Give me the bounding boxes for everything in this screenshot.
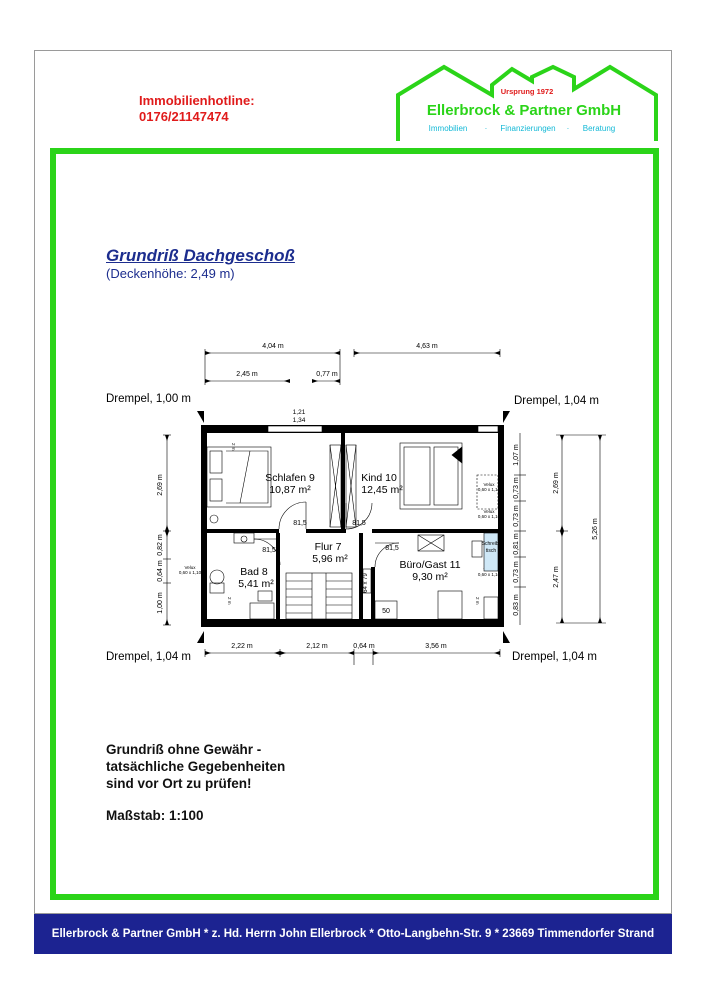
radiator-label-3: 2 m — [475, 597, 480, 605]
desk-label-2: tisch — [486, 548, 497, 554]
furniture-schlafen — [206, 444, 342, 528]
dim-top-sub-mid: 0,77 m — [316, 371, 338, 378]
green-frame — [50, 148, 659, 900]
dim-top-sub-left: 2,45 m — [236, 371, 258, 378]
window-top-right — [477, 425, 499, 433]
dim-left-2: 0,82 m — [157, 534, 164, 556]
dims-top — [204, 349, 501, 385]
room-area-bad: 5,41 m² — [238, 578, 274, 590]
document-sheet — [34, 50, 672, 914]
dim-right-mid-2: 2,47 m — [553, 566, 560, 588]
room-area-flur: 5,96 m² — [312, 553, 348, 565]
dim-right-inner-6: 0,83 m — [513, 594, 520, 616]
dim-right-inner-4: 0,81 m — [513, 533, 520, 555]
drempel-top-left: Drempel, 1,00 m — [106, 393, 191, 405]
dim-right-inner-5: 0,73 m — [513, 561, 520, 583]
logo-roof-outline — [396, 64, 658, 141]
room-area-buero: 9,30 m² — [412, 571, 448, 583]
velux-size-bad: 0,60 x 1,10 — [179, 570, 202, 575]
room-area-kind: 12,45 m² — [361, 484, 403, 496]
hotline-number: 0176/21147474 — [139, 109, 229, 124]
footer-text: Ellerbrock & Partner GmbH * z. Hd. Herrn… — [51, 928, 655, 940]
velux-size-2: 0,60 x 1,10 — [478, 514, 501, 519]
drempel-arrow-bl — [197, 631, 204, 643]
dim-arrow — [205, 651, 500, 655]
logo-service-3: Beratung — [583, 124, 615, 133]
page-subtitle: (Deckenhöhe: 2,49 m) — [106, 266, 235, 281]
company-logo: Ursprung 1972 Ellerbrock & Partner GmbH … — [396, 64, 658, 141]
velux-size-3: 0,60 x 1,10 — [478, 572, 501, 577]
furniture-bad — [209, 532, 275, 620]
velux-label-1: Velux — [483, 482, 495, 487]
door-width-3: 81,5 — [262, 547, 276, 554]
page-title: Grundriß Dachgeschoß — [106, 246, 295, 265]
door-width-1: 81,5 — [293, 520, 307, 527]
disclaimer-line-2: tatsächliche Gegebenheiten — [106, 759, 286, 774]
disclaimer-line-1: Grundriß ohne Gewähr - — [106, 742, 262, 757]
room-area-schlafen: 10,87 m² — [269, 484, 311, 496]
dim-right-mid-1: 2,69 m — [553, 472, 560, 494]
interior-walls — [207, 433, 498, 619]
niche-label: 50 — [382, 608, 390, 615]
dim-bottom-2: 2,12 m — [306, 643, 328, 650]
logo-origin: Ursprung 1972 — [501, 87, 554, 96]
drempel-arrow-tl — [197, 411, 204, 423]
dim-bottom-1: 2,22 m — [231, 643, 253, 650]
dim-window-2: 1,34 — [293, 417, 306, 424]
logo-sep-2: · — [567, 124, 570, 133]
radiator-label-2: 2 m — [227, 597, 232, 605]
dim-right-outer: 5,26 m — [592, 518, 599, 540]
dim-right-inner-1: 1,07 m — [513, 444, 520, 466]
dim-arrow — [165, 435, 169, 625]
furniture-kind — [345, 442, 499, 528]
room-name-flur: Flur 7 — [315, 541, 342, 553]
scale-note: Maßstab: 1:100 — [106, 808, 204, 823]
shaft-label: 64 x 79 — [363, 572, 369, 592]
staircase — [285, 572, 353, 620]
dim-left-4: 1,00 m — [157, 592, 164, 614]
room-name-buero: Büro/Gast 11 — [399, 559, 460, 571]
dims-bottom — [204, 649, 501, 665]
drempel-arrow-br — [503, 631, 510, 643]
disclaimer: Grundriß ohne Gewähr - tatsächliche Gege… — [106, 741, 285, 792]
drempel-bottom-right: Drempel, 1,04 m — [512, 651, 597, 663]
door-width-4: 81,5 — [385, 545, 399, 552]
velux-label-2: Velux — [483, 509, 495, 514]
room-name-schlafen: Schlafen 9 — [265, 472, 315, 484]
logo-service-2: Finanzierungen — [500, 124, 555, 133]
floor-plan: Drempel, 1,00 m Drempel, 1,04 m Drempel,… — [106, 343, 606, 665]
dim-top-right: 4,63 m — [416, 343, 438, 350]
hotline-label: Immobilienhotline: — [139, 93, 255, 108]
radiator-label-1: 2 m — [231, 443, 236, 451]
furniture-buero — [362, 532, 499, 620]
dim-window-1: 1,21 — [293, 409, 306, 416]
dim-bottom-3: 0,64 m — [353, 643, 375, 650]
drempel-arrow-tr — [503, 411, 510, 423]
dim-left-3: 0,64 m — [157, 560, 164, 582]
velux-size-1: 0,60 x 1,10 — [478, 487, 501, 492]
logo-sep-1: · — [485, 124, 488, 133]
dim-right-inner-3: 0,73 m — [513, 505, 520, 527]
dim-top-left: 4,04 m — [262, 343, 284, 350]
desk-label-1: Schreib- — [482, 541, 501, 547]
dim-right-inner-2: 0,73 m — [513, 477, 520, 499]
hotline: Immobilienhotline: 0176/21147474 — [139, 93, 255, 125]
drempel-bottom-left: Drempel, 1,04 m — [106, 651, 191, 663]
window-top-left — [267, 425, 323, 433]
logo-service-1: Immobilien — [429, 124, 468, 133]
door-width-2: 81,5 — [352, 520, 366, 527]
logo-name: Ellerbrock & Partner GmbH — [427, 102, 621, 119]
dim-arrow — [205, 351, 500, 383]
drempel-top-right: Drempel, 1,04 m — [514, 395, 599, 407]
disclaimer-line-3: sind vor Ort zu prüfen! — [106, 776, 252, 791]
room-name-bad: Bad 8 — [240, 566, 268, 578]
velux-label-bad: Velux — [184, 565, 196, 570]
dim-bottom-4: 3,56 m — [425, 643, 447, 650]
footer-bar: Ellerbrock & Partner GmbH * z. Hd. Herrn… — [34, 914, 672, 954]
exterior-walls — [201, 425, 504, 627]
room-name-kind: Kind 10 — [361, 472, 397, 484]
dim-left-1: 2,69 m — [157, 474, 164, 496]
